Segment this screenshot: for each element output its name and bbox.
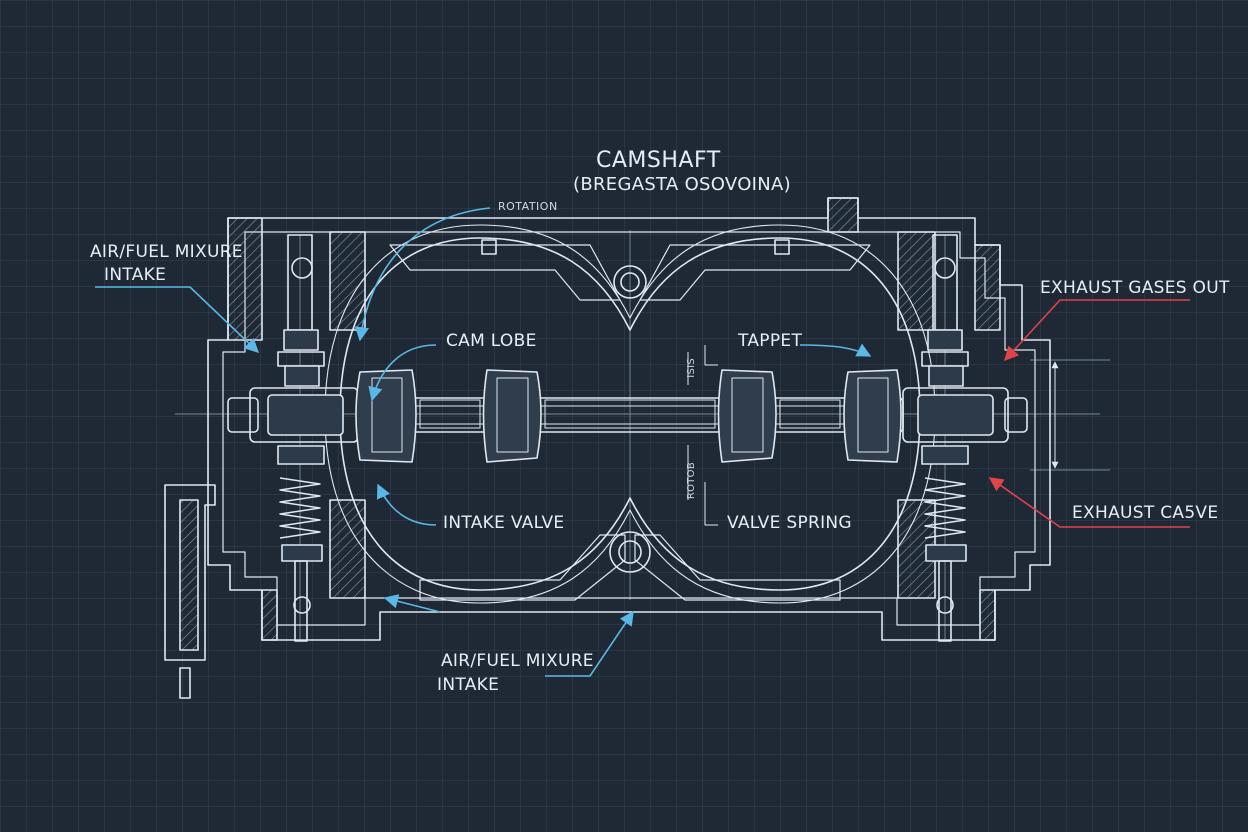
rotation-leader (354, 207, 491, 342)
air-fuel-bottom-label-line1: AIR/FUEL MIXURE (441, 651, 594, 671)
diagram-title: CAMSHAFT (596, 148, 721, 173)
air-fuel-bottom-leader-right (545, 610, 634, 677)
air-fuel-top-leader (95, 286, 260, 353)
cylinder-bores (291, 224, 956, 614)
camshaft (227, 369, 1028, 463)
exhaust-valve-leader (988, 477, 1190, 528)
air-fuel-bottom-leader-left (383, 594, 441, 613)
intake-valve-leader (376, 483, 437, 526)
left-valve-assembly (277, 234, 325, 642)
right-valve-assembly (921, 234, 969, 642)
air-fuel-top-label-line2: INTAKE (104, 265, 167, 285)
cam-lobe-leader (368, 344, 437, 402)
cam-lobe-label: CAM LOBE (446, 331, 537, 351)
tappet-leader (799, 343, 872, 357)
tappet-label: TAPPET (738, 331, 803, 351)
centre-tick-marks (687, 345, 718, 526)
engine-housing (164, 197, 1051, 699)
exhaust-valve-label: EXHAUST CA5VE (1072, 503, 1219, 523)
rotation-label: ROTATION (498, 200, 558, 213)
exhaust-gases-out-label: EXHAUST GASES OUT (1040, 278, 1230, 298)
exhaust-gases-leader (1004, 299, 1190, 362)
air-fuel-top-label-line1: AIR/FUEL MIXURE (90, 242, 243, 262)
callout-leaders (95, 207, 1190, 677)
diagram-subtitle: (BREGASTA OSOVOINA) (573, 174, 791, 195)
air-fuel-bottom-label-line2: INTAKE (437, 675, 500, 695)
intake-valve-label: INTAKE VALVE (443, 513, 565, 533)
valve-spring-label: VALVE SPRING (727, 513, 852, 533)
side-mark-top: ISIS (686, 358, 697, 378)
side-mark-bottom: ROTOB (686, 462, 697, 500)
